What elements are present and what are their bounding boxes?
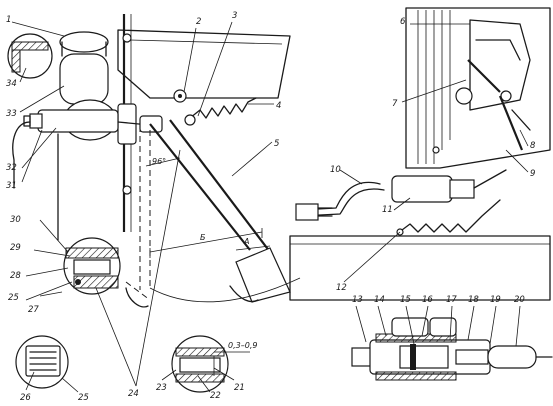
callout-10: 10 (330, 165, 341, 175)
angle-label: 96° (152, 157, 166, 166)
dim-b-label: Б (200, 233, 206, 242)
callout-27: 27 (28, 305, 39, 315)
frame-member (289, 235, 551, 301)
callout-34: 34 (6, 79, 17, 89)
master-cylinder (12, 31, 163, 241)
callout-6: 6 (400, 17, 406, 27)
callout-14: 14 (374, 295, 385, 305)
callout-12: 12 (336, 283, 347, 293)
dust-boot (487, 345, 537, 369)
detail-pushrod-gap (171, 335, 229, 393)
callout-1: 1 (6, 15, 11, 25)
callout-2: 2 (196, 17, 201, 27)
callout-26: 26 (20, 393, 31, 403)
callout-22: 22 (210, 391, 221, 401)
callout-labels: 1 2 3 4 5 6 7 8 9 10 11 12 13 14 15 16 1… (6, 11, 536, 403)
release-fork (467, 59, 501, 93)
callout-25-lower: 25 (78, 393, 89, 403)
leader-lines (11, 21, 529, 393)
callout-20: 20 (514, 295, 525, 305)
hydraulic-line (299, 181, 381, 211)
slave-pushrod (473, 169, 507, 189)
pedal-arm (149, 123, 251, 251)
callout-9: 9 (530, 169, 535, 179)
detail-reservoir-cap (7, 33, 53, 79)
dimension-annotations: 96° Б А 0,3–0,9 (145, 157, 271, 353)
pedal-bracket (117, 29, 291, 99)
slave-cylinder-mount (289, 169, 551, 301)
callout-31: 31 (6, 181, 17, 191)
engine-clutch-housing (405, 7, 551, 169)
detail-piston-seal (63, 237, 121, 295)
callout-33: 33 (6, 109, 17, 119)
callout-8: 8 (530, 141, 536, 151)
callout-24: 24 (128, 389, 139, 399)
pedal-travel-arc (149, 277, 301, 303)
fork-lever (498, 95, 524, 151)
callout-4: 4 (276, 101, 281, 111)
callout-18: 18 (468, 295, 479, 305)
callout-16: 16 (422, 295, 433, 305)
callout-28: 28 (10, 271, 21, 281)
callout-23: 23 (156, 383, 167, 393)
callout-5: 5 (274, 139, 279, 149)
dim-a-label: А (243, 237, 249, 246)
callout-3: 3 (232, 11, 237, 21)
return-spring (189, 97, 257, 119)
callout-30: 30 (10, 215, 21, 225)
slave-cylinder-section (351, 317, 553, 381)
callout-25-upper: 25 (8, 293, 19, 303)
callout-21: 21 (234, 383, 245, 393)
callout-19: 19 (490, 295, 501, 305)
gap-label: 0,3–0,9 (228, 341, 257, 350)
callout-29: 29 (10, 243, 21, 253)
callout-32: 32 (6, 163, 17, 173)
slave-cylinder (391, 175, 453, 203)
callout-17: 17 (446, 295, 457, 305)
detail-valve (15, 335, 69, 389)
pedal-assembly (7, 14, 301, 393)
pedal-pad (235, 247, 291, 303)
callout-7: 7 (392, 99, 398, 109)
callout-13: 13 (352, 295, 363, 305)
callout-15: 15 (400, 295, 411, 305)
callout-11: 11 (382, 205, 393, 215)
